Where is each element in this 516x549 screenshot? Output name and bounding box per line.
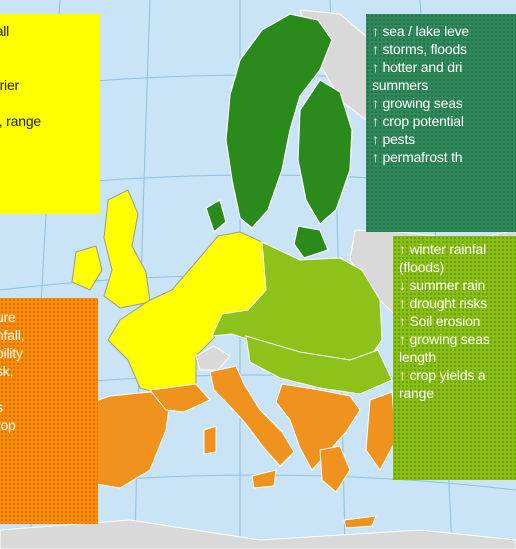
callout-north-line: summers bbox=[372, 77, 429, 93]
callout-central-east-line: ↑ crop yields a bbox=[399, 367, 486, 383]
callout-central-east-line: range bbox=[399, 385, 434, 401]
callout-central-east-line: ↑ growing seas bbox=[399, 331, 490, 347]
region-italy bbox=[209, 365, 295, 467]
callout-south-line: nfall, bbox=[0, 327, 25, 343]
region-greece bbox=[319, 445, 351, 493]
callout-west-line: s, range bbox=[0, 113, 41, 129]
callout-central-east-line: ↑ winter rainfal bbox=[399, 241, 487, 257]
callout-west-line: s bbox=[0, 58, 100, 76]
callout-north-line: ↑ pests bbox=[372, 131, 415, 147]
region-turkey-west bbox=[365, 391, 397, 471]
region-west bbox=[71, 189, 267, 397]
callout-south-line: ure bbox=[0, 309, 16, 325]
callout-south-line: sk, bbox=[0, 363, 14, 379]
region-central-east bbox=[211, 241, 393, 395]
callout-north-line: ↑ growing seas bbox=[372, 95, 463, 111]
callout-south: ure nfall, bility sk, s rop bbox=[0, 298, 98, 524]
callout-north-line: ↑ storms, floods bbox=[372, 41, 467, 57]
region-danube bbox=[245, 335, 393, 395]
callout-west: fall s drier s, range bbox=[0, 14, 100, 214]
callout-north-line: ↑ sea / lake leve bbox=[372, 23, 469, 39]
callout-south-line: s bbox=[0, 398, 98, 416]
callout-north-line: ↑ permafrost th bbox=[372, 149, 463, 165]
callout-central-east-line: ↑ Soil erosion bbox=[399, 313, 481, 329]
region-france-south bbox=[149, 383, 211, 413]
callout-north-line: ↑ crop potential bbox=[372, 113, 464, 129]
land-north-africa bbox=[0, 519, 516, 549]
callout-south-line bbox=[0, 380, 98, 398]
callout-central-east-line: (floods) bbox=[399, 259, 445, 275]
callout-west-line bbox=[0, 40, 100, 58]
callout-central-east-line: ↑ drought risks bbox=[399, 295, 488, 311]
callout-south-line: rop bbox=[0, 417, 16, 433]
callout-north-line: ↑ hotter and dri bbox=[372, 59, 463, 75]
callout-south-line: bility bbox=[0, 345, 23, 361]
callout-west-line bbox=[0, 94, 100, 112]
callout-west-line: fall bbox=[0, 23, 10, 39]
callout-central-east: ↑ winter rainfal (floods) ↓ summer rain … bbox=[393, 236, 516, 480]
callout-north: ↑ sea / lake leve ↑ storms, floods ↑ hot… bbox=[366, 14, 516, 232]
region-ireland bbox=[71, 245, 103, 291]
region-sardinia bbox=[203, 425, 217, 455]
callout-west-line: drier bbox=[0, 77, 20, 93]
region-baltics bbox=[293, 225, 329, 259]
region-sicily bbox=[251, 469, 277, 489]
callout-central-east-line: ↓ summer rain bbox=[399, 277, 486, 293]
region-crete bbox=[343, 515, 377, 529]
land-switzerland bbox=[195, 345, 231, 371]
region-north bbox=[205, 13, 353, 259]
region-denmark bbox=[205, 199, 227, 234]
callout-central-east-line: length bbox=[399, 349, 436, 365]
region-finland bbox=[297, 79, 353, 225]
region-norway-sweden bbox=[225, 13, 333, 229]
